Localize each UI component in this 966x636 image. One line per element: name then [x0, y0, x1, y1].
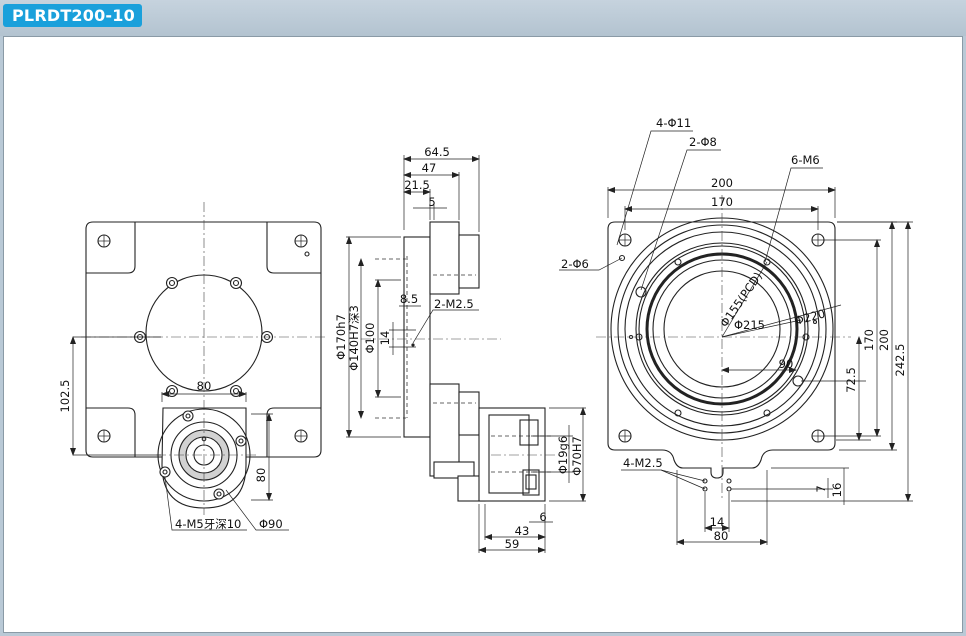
callout-6-m6: 6-M6: [791, 153, 820, 167]
dim-5: 5: [428, 195, 435, 209]
dim-16: 16: [830, 483, 844, 498]
dim-70h7: Φ70H7: [570, 436, 584, 476]
technical-drawing: 102.5 80 80 4-M5牙深10 Φ90: [58, 116, 913, 553]
dim-140h7: Φ140H7深3: [347, 305, 361, 371]
top-view: 200 170 4-Φ11 2-Φ8 6-M6 2-Φ6 Φ155(PCD) Φ…: [559, 116, 913, 545]
dim-47: 47: [422, 161, 437, 175]
callout-2-phi6: 2-Φ6: [561, 257, 589, 271]
dim-80-horizontal: 80: [197, 379, 212, 393]
dim-170h7: Φ170h7: [334, 314, 348, 360]
dim-80-vertical: 80: [254, 468, 268, 483]
dim-64-5: 64.5: [424, 145, 450, 159]
dim-80-bottom: 80: [714, 529, 729, 543]
dim-14-bottom: 14: [710, 515, 725, 529]
callout-4-phi11: 4-Φ11: [656, 116, 691, 130]
dim-72-5: 72.5: [844, 367, 858, 393]
callout-threaded-holes: 4-M5牙深10: [175, 517, 241, 531]
title-bar: PLRDT200-10: [0, 0, 966, 36]
dim-6: 6: [539, 510, 546, 524]
drawing-sheet: 102.5 80 80 4-M5牙深10 Φ90: [3, 36, 963, 633]
callout-2-m2-5: 2-M2.5: [434, 297, 474, 311]
dim-102-5: 102.5: [58, 380, 72, 413]
callout-2-phi8: 2-Φ8: [689, 135, 717, 149]
dim-59: 59: [505, 537, 520, 551]
dim-220: Φ220: [793, 306, 827, 328]
dim-19g6: Φ19g6: [556, 436, 570, 474]
dim-14: 14: [378, 331, 392, 346]
dim-242-5: 242.5: [893, 344, 907, 377]
callout-pilot-diameter: Φ90: [259, 517, 283, 531]
dim-100: Φ100: [363, 322, 377, 353]
dim-215: Φ215: [734, 318, 765, 332]
dim-8-5: 8.5: [400, 292, 418, 306]
dim-200-right: 200: [877, 329, 891, 351]
model-badge: PLRDT200-10: [3, 4, 142, 27]
callout-4-m2-5: 4-M2.5: [623, 456, 663, 470]
dim-21-5: 21.5: [404, 178, 430, 192]
dim-90: 90: [779, 357, 794, 371]
front-view: 102.5 80 80 4-M5牙深10 Φ90: [58, 202, 327, 531]
dim-43: 43: [515, 524, 530, 538]
dim-170-right: 170: [862, 329, 876, 351]
side-view: 64.5 47 21.5 5 Φ170h7 Φ140H7深3 Φ100 14 8…: [334, 145, 586, 553]
dim-170-top: 170: [711, 195, 733, 209]
dim-200-top: 200: [711, 176, 733, 190]
dim-7: 7: [814, 485, 828, 492]
